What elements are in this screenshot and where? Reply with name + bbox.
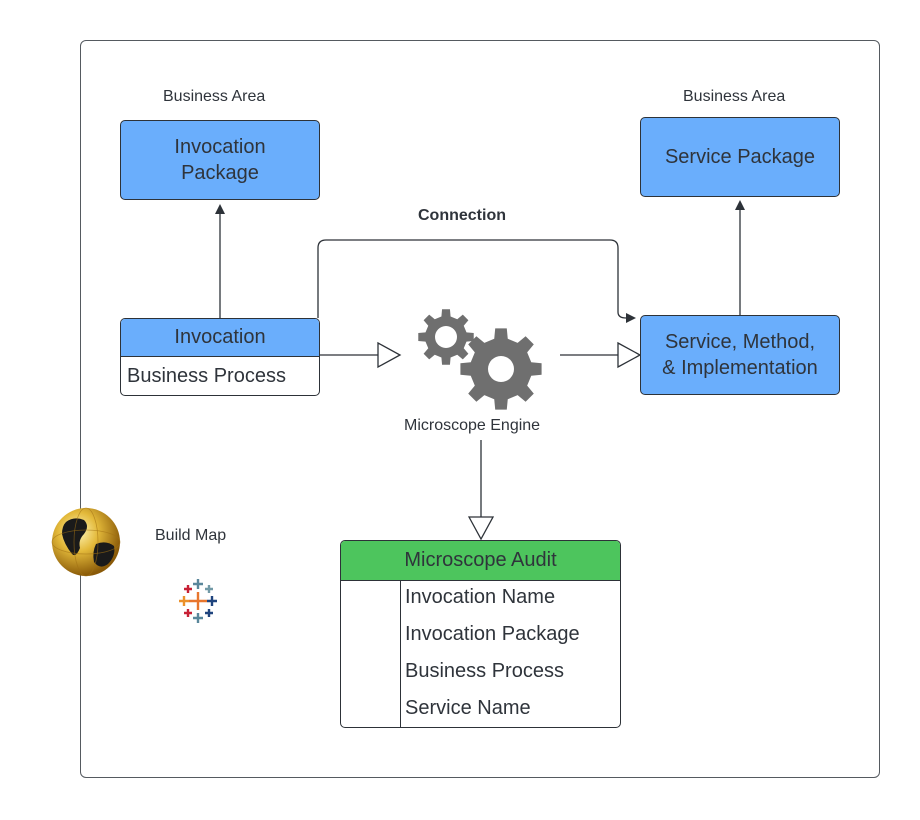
globe-icon (51, 507, 121, 577)
audit-row-invocation-name: Invocation Name (405, 586, 556, 608)
service-line1: Service, Method, (664, 331, 816, 353)
invocation-title: Invocation (121, 319, 319, 357)
service-package-label: Service Package (664, 146, 816, 168)
service-box: Service, Method, & Implementation (640, 315, 840, 395)
connection-label: Connection (418, 207, 506, 224)
tableau-icon (179, 579, 217, 623)
audit-title: Microscope Audit (341, 541, 620, 581)
diagram-frame (80, 40, 880, 778)
invocation-subtitle: Business Process (127, 364, 286, 387)
audit-row-service-name: Service Name (405, 697, 531, 719)
audit-row-invocation-package: Invocation Package (405, 623, 580, 645)
audit-column-divider (400, 581, 401, 727)
invocation-box: Invocation Business Process (120, 318, 320, 396)
invocation-package-box: Invocation Package (120, 120, 320, 200)
connection-line (317, 239, 636, 323)
engine-label: Microscope Engine (404, 417, 541, 434)
build-map-label: Build Map (155, 527, 227, 544)
right-area-label: Business Area (683, 88, 786, 105)
audit-row-business-process: Business Process (405, 660, 564, 682)
gears-icon (418, 309, 542, 410)
invocation-package-line2: Package (181, 162, 259, 184)
service-package-box: Service Package (640, 117, 840, 197)
service-line2: & Implementation (662, 357, 818, 379)
left-area-label: Business Area (163, 88, 266, 105)
microscope-audit-table: Microscope Audit Invocation Name Invocat… (340, 540, 621, 728)
invocation-package-line1: Invocation (174, 136, 266, 158)
